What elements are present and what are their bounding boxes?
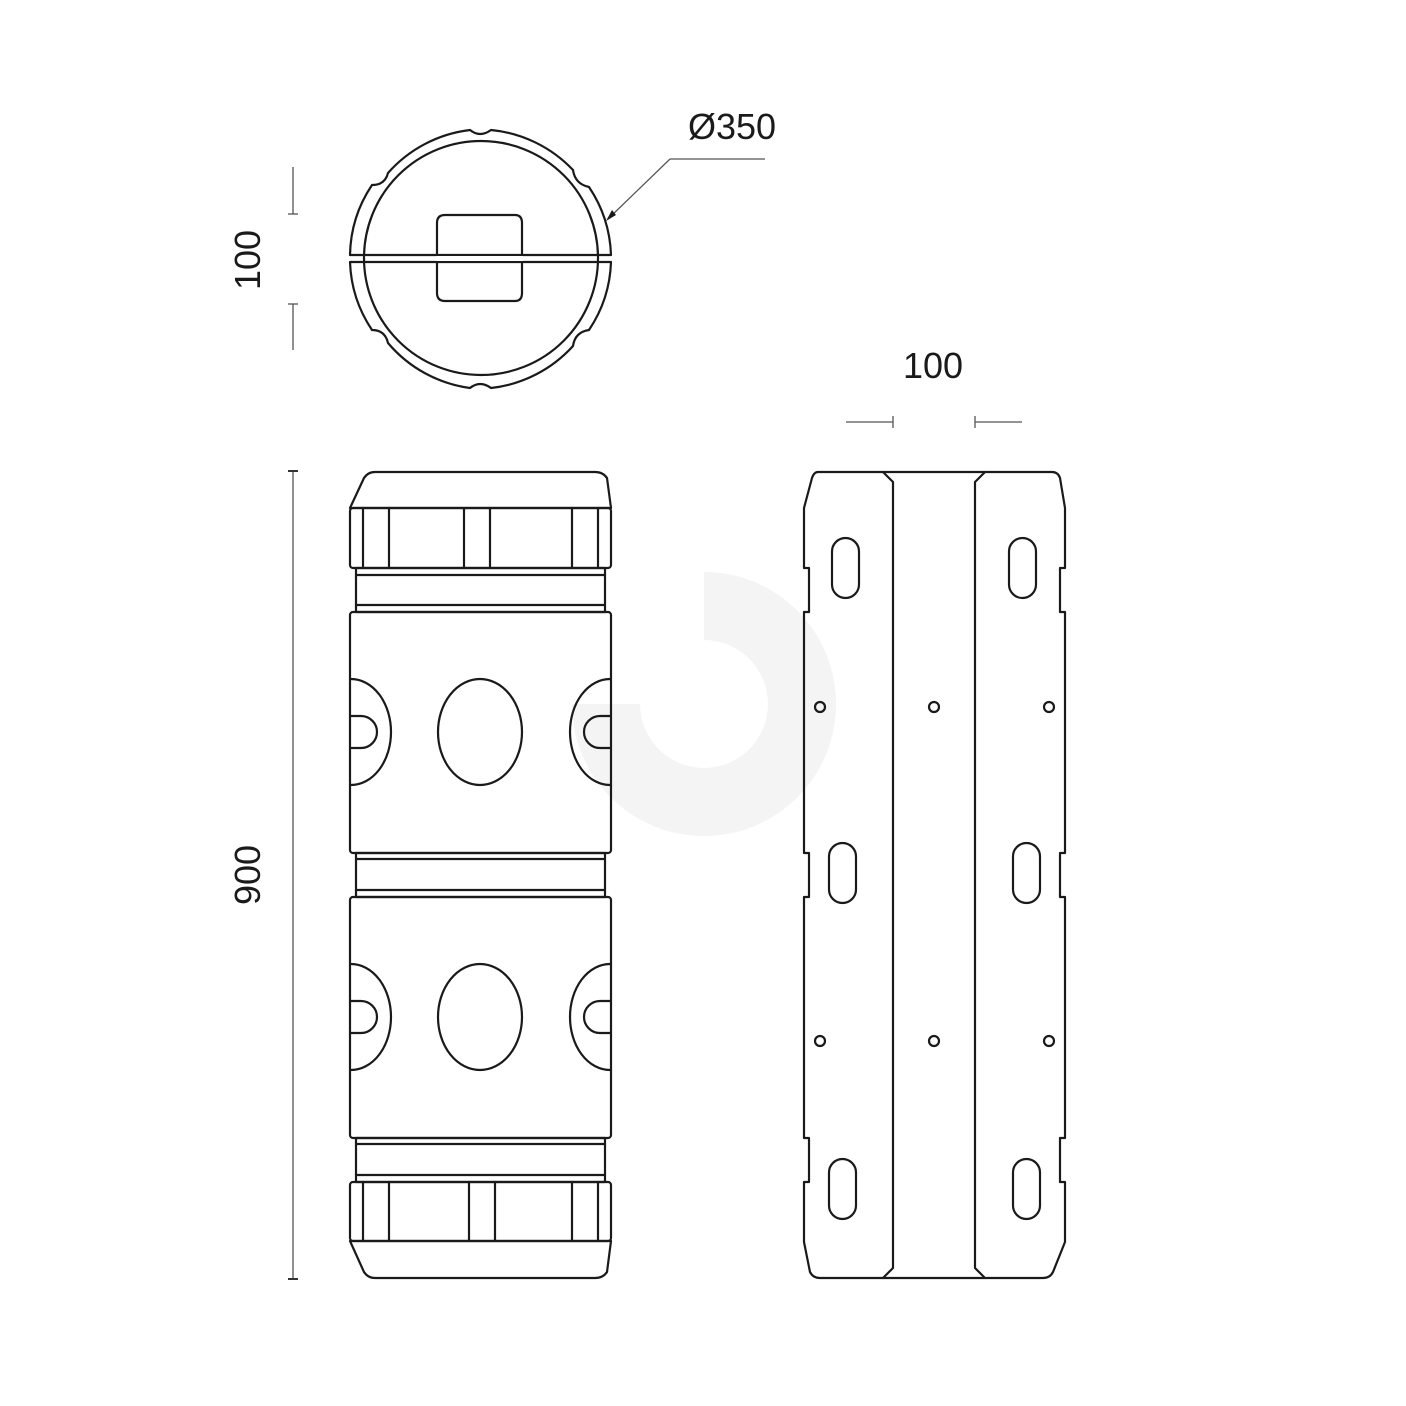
top-view bbox=[348, 128, 613, 390]
overall-length-dimension: 900 bbox=[227, 470, 298, 1280]
front-view-bolt-hole bbox=[927, 700, 941, 714]
top-core-height-label: 100 bbox=[227, 230, 268, 290]
front-view-bolt-hole bbox=[813, 700, 827, 714]
diameter-label: Ø350 bbox=[688, 106, 776, 147]
side-view-top-cap bbox=[348, 470, 613, 510]
top-core-height-dimension: 100 bbox=[227, 167, 298, 350]
top-view-inner-circle bbox=[362, 139, 600, 377]
watermark-logo bbox=[572, 572, 836, 836]
side-view-lower-center-hole bbox=[436, 962, 524, 1072]
top-view-core-lower bbox=[435, 260, 524, 303]
front-view-slot bbox=[830, 536, 861, 600]
top-view-outer-upper bbox=[348, 128, 613, 257]
front-view-slot bbox=[1011, 841, 1042, 905]
front-view-outline bbox=[802, 470, 1067, 1280]
side-view-upper-body bbox=[348, 610, 613, 855]
front-core-width-dimension: 100 bbox=[846, 345, 1022, 428]
diameter-leader: Ø350 bbox=[606, 106, 776, 221]
front-view-slot bbox=[827, 841, 858, 905]
side-view-bottom-cap bbox=[348, 1239, 613, 1280]
top-view-core-upper bbox=[435, 213, 524, 257]
front-view bbox=[802, 470, 1067, 1280]
side-view-lower-body bbox=[348, 895, 613, 1140]
front-view-slot bbox=[1007, 536, 1038, 600]
front-view-bolt-hole bbox=[1042, 700, 1056, 714]
side-view-upper-center-hole bbox=[436, 677, 524, 787]
front-view-bolt-hole bbox=[927, 1034, 941, 1048]
top-view-outer-lower bbox=[348, 260, 613, 390]
overall-length-label: 900 bbox=[227, 845, 268, 905]
front-view-slot bbox=[1011, 1157, 1042, 1221]
front-view-slot bbox=[827, 1157, 858, 1221]
side-view bbox=[348, 470, 613, 1280]
front-view-bolt-hole bbox=[1042, 1034, 1056, 1048]
front-view-bolt-hole bbox=[813, 1034, 827, 1048]
front-core-width-label: 100 bbox=[903, 345, 963, 386]
